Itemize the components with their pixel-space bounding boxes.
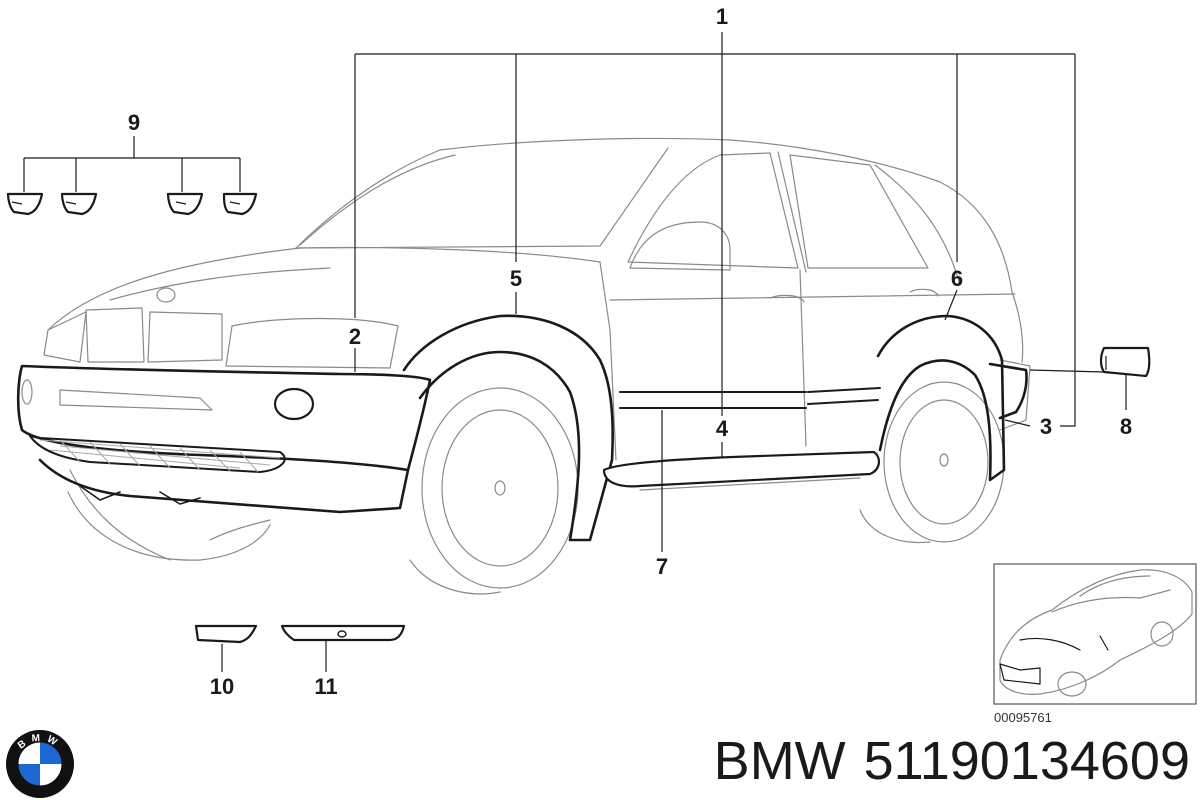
side-sill-part — [602, 450, 880, 488]
front-spoiler-part — [38, 458, 410, 514]
callout-6: 6 — [951, 266, 963, 291]
clip-part-2 — [60, 192, 98, 216]
leader-lines — [23, 32, 1127, 672]
highlighted-parts — [16, 314, 1028, 542]
part-caption: BMW 51190134609 — [622, 726, 1190, 796]
loose-parts — [6, 192, 1151, 644]
clip-part-3 — [166, 192, 204, 216]
callout-7: 7 — [656, 554, 668, 579]
trim-piece-8 — [1099, 346, 1151, 378]
front-wheel-arch-flare — [402, 314, 614, 542]
callout-4: 4 — [716, 416, 729, 441]
clip-part-1 — [6, 192, 44, 216]
vehicle-outline — [43, 137, 1031, 595]
callout-2: 2 — [349, 324, 361, 349]
callout-1: 1 — [716, 4, 728, 29]
rear-bumper-corner — [988, 362, 1028, 420]
inset-reference-code: 00095761 — [994, 710, 1052, 725]
callout-3: 3 — [1040, 414, 1052, 439]
trim-strip-10 — [194, 624, 258, 644]
callout-8: 8 — [1120, 414, 1132, 439]
door-molding-part — [619, 387, 881, 409]
brand-name: BMW — [713, 731, 846, 791]
part-number: 51190134609 — [863, 731, 1190, 791]
callout-5: 5 — [510, 266, 522, 291]
clip-part-4 — [222, 192, 258, 216]
callout-9: 9 — [128, 110, 140, 135]
rear-wheel-arch-flare — [876, 314, 1006, 482]
callout-10: 10 — [210, 674, 234, 699]
front-bumper-part — [16, 364, 432, 472]
callout-labels: 1 2 3 4 5 6 7 8 9 10 11 — [128, 4, 1132, 699]
lower-grille-part — [29, 435, 286, 473]
vehicle-inset: 00095761 — [993, 563, 1197, 725]
callout-11: 11 — [314, 674, 337, 699]
bmw-roundel-icon: BMW — [6, 730, 74, 798]
